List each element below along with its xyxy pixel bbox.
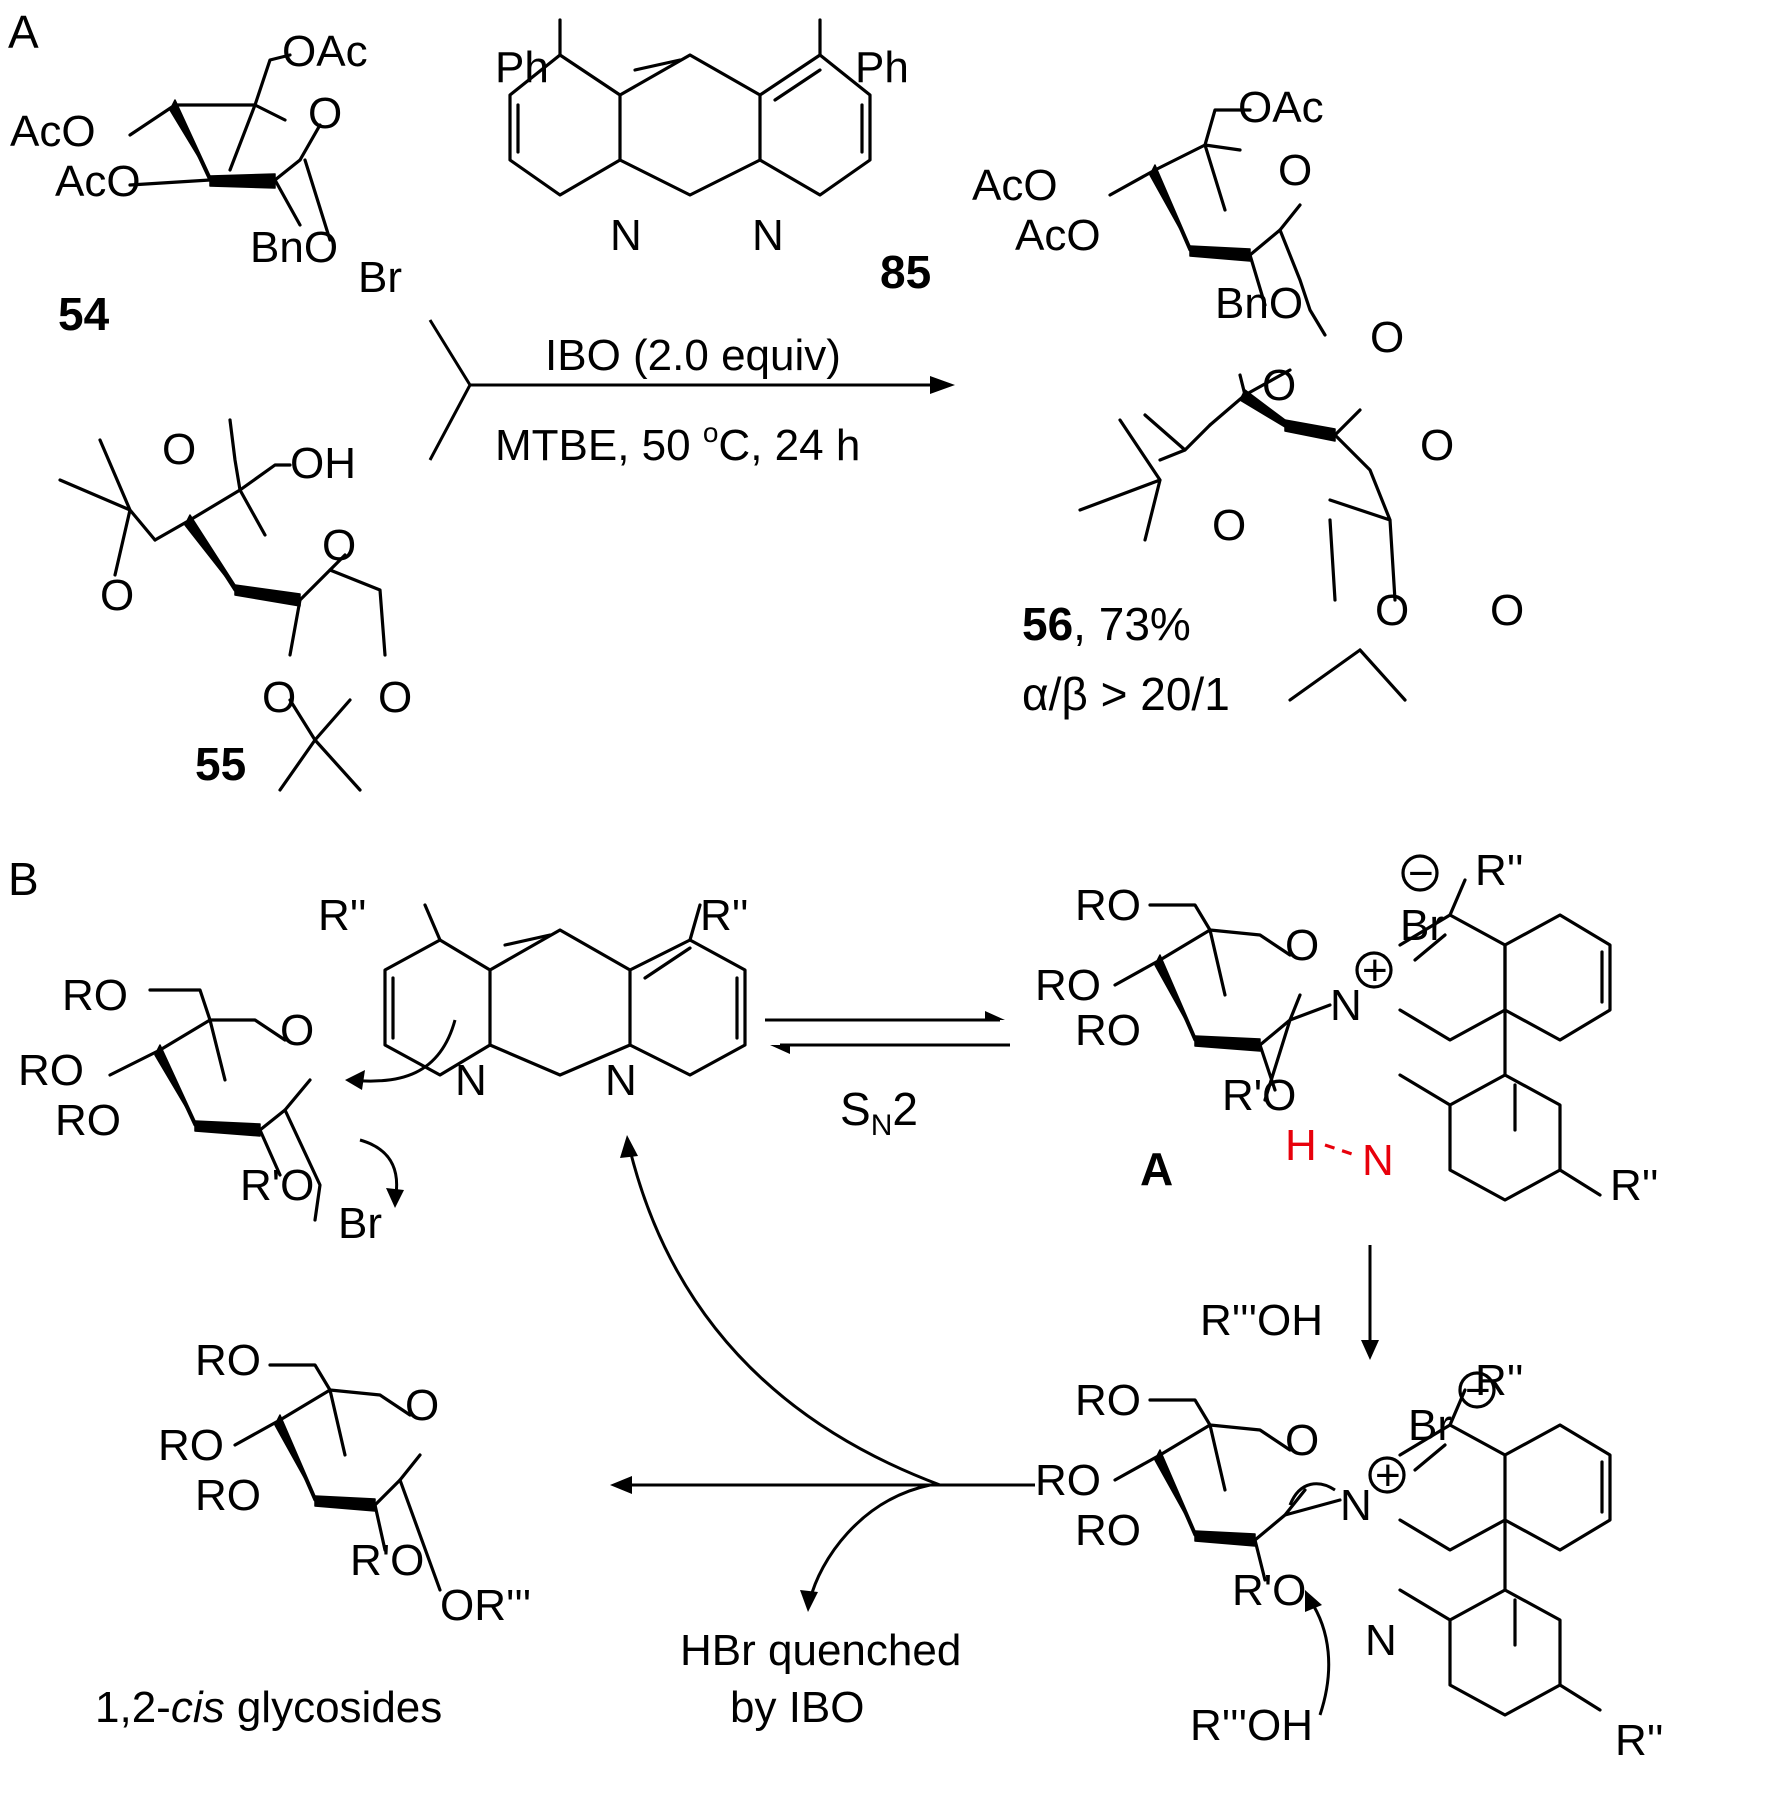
hbond-n: N [1362,1136,1394,1185]
56-ring-o: O [1278,146,1312,195]
56-o-3: O [1212,501,1246,550]
int2-r1o: R'O [1232,1566,1306,1615]
54-br: Br [358,253,402,302]
condition-line1: IBO (2.0 equiv) [545,331,841,380]
inta-r-bottom: R'' [1610,1161,1659,1210]
gly-ro-2: RO [158,1421,224,1470]
inta-n-plus: N [1330,981,1362,1030]
reaction-arrow: IBO (2.0 equiv) MTBE, 50 oC, 24 h [428,319,955,470]
56-aco-1: AcO [972,161,1058,210]
sn2-label: SN2 [840,1083,918,1142]
56-o-4: O [1375,586,1409,635]
donor-ro-1: RO [62,971,128,1020]
85-number: 85 [880,246,931,298]
56-selectivity: α/β > 20/1 [1022,668,1230,720]
56-aco-2: AcO [1015,211,1101,260]
gly-ro-1: RO [195,1336,261,1385]
54-oac: OAc [282,27,368,76]
54-aco-2: AcO [55,157,141,206]
condition-line2: MTBE, 50 oC, 24 h [495,417,860,470]
donor-br: Br [338,1199,382,1248]
inta-ro-1: RO [1075,881,1141,930]
compound-56: OAc AcO AcO O BnO O O O O O O 56, 73% α/… [972,83,1524,720]
nucleophile-arrow: R'''OH [1200,1245,1379,1360]
donor-bromide: RO RO RO O R'O Br [18,971,457,1248]
compound-55: O OH O O O O 55 [58,418,412,792]
phen-n-left: N [455,1056,487,1105]
56-label: 56, 73% [1022,598,1191,650]
inta-ring-o: O [1285,921,1319,970]
56-o-5: O [1490,586,1524,635]
panel-a-label: A [8,6,39,58]
inta-minus-circle [1401,854,1439,892]
donor-ro-3: RO [55,1096,121,1145]
gly-r1o: R'O [350,1536,424,1585]
intermediate-a: RO RO RO O R'O Br N R'' R'' − + H N A [1035,846,1659,1210]
56-oac: OAc [1238,83,1324,132]
85-n-right: N [752,211,784,260]
donor-ring-o: O [280,1006,314,1055]
phenanthroline-catalyst: R'' R'' N N [318,891,749,1105]
inta-br: Br [1400,901,1444,950]
phen-r-left: R'' [318,891,367,940]
gly-ring-o: O [405,1381,439,1430]
56-o-1: O [1262,361,1296,410]
hbond-dashes [1324,1143,1356,1157]
int2-ro-2: RO [1035,1456,1101,1505]
int2-r-top: R'' [1475,1356,1524,1405]
glycoside-product: RO RO RO O R'O OR''' 1,2-cis glycosides [95,1336,531,1732]
int2-n-lower: N [1365,1616,1397,1665]
55-o-1: O [162,425,196,474]
int2-minus-circle [1458,1371,1496,1409]
int2-n-plus: N [1340,1481,1372,1530]
inta-ro-3: RO [1075,1006,1141,1055]
donor-ro-2: RO [18,1046,84,1095]
55-o-3: O [100,571,134,620]
regeneration-arrows: HBr quenched by IBO [610,1135,1035,1732]
int2-ro-3: RO [1075,1506,1141,1555]
quench-line2: by IBO [730,1683,865,1732]
phen-n-right: N [605,1056,637,1105]
glycoside-product-label: 1,2-cis glycosides [95,1683,442,1732]
56-bno: BnO [1215,279,1303,328]
int2-ring-o: O [1285,1416,1319,1465]
inta-ro-2: RO [1035,961,1101,1010]
85-ph-right: Ph [855,43,909,92]
56-link-o: O [1370,313,1404,362]
55-o-4: O [262,673,296,722]
intermediate-a-label: A [1140,1143,1173,1195]
54-number: 54 [58,288,110,340]
85-ph-left: Ph [495,43,549,92]
inta-plus-circle [1355,951,1393,989]
54-aco-1: AcO [10,107,96,156]
nucleophile-label-2: R'''OH [1190,1701,1313,1750]
54-bno: BnO [250,223,338,272]
55-o-5: O [378,673,412,722]
compound-54: OAc AcO AcO O BnO Br 54 [10,27,402,340]
int2-plus-circle [1368,1456,1406,1494]
55-oh: OH [290,439,356,488]
quench-line1: HBr quenched [680,1626,961,1675]
intermediate-2: RO RO RO O R'O Br N N R'' R'' − + R'''OH [1035,1356,1664,1765]
panel-b-label: B [8,853,39,905]
int2-r-bottom: R'' [1615,1716,1664,1765]
55-ring-o: O [322,521,356,570]
gly-ro-3: RO [195,1471,261,1520]
equilibrium-arrow: SN2 [765,1011,1010,1142]
56-o-2: O [1420,421,1454,470]
int2-ro-1: RO [1075,1376,1141,1425]
hbond-h: H [1285,1121,1317,1170]
donor-r1o: R'O [240,1161,314,1210]
gly-or3: OR''' [440,1581,531,1630]
phen-r-right: R'' [700,891,749,940]
compound-85: Ph Ph N N 85 [495,18,931,298]
inta-r1o: R'O [1222,1071,1296,1120]
85-n-left: N [610,211,642,260]
inta-r-top: R'' [1475,846,1524,895]
int2-br: Br [1408,1401,1452,1450]
nucleophile-label: R'''OH [1200,1296,1323,1345]
54-ring-o: O [308,89,342,138]
55-number: 55 [195,738,246,790]
